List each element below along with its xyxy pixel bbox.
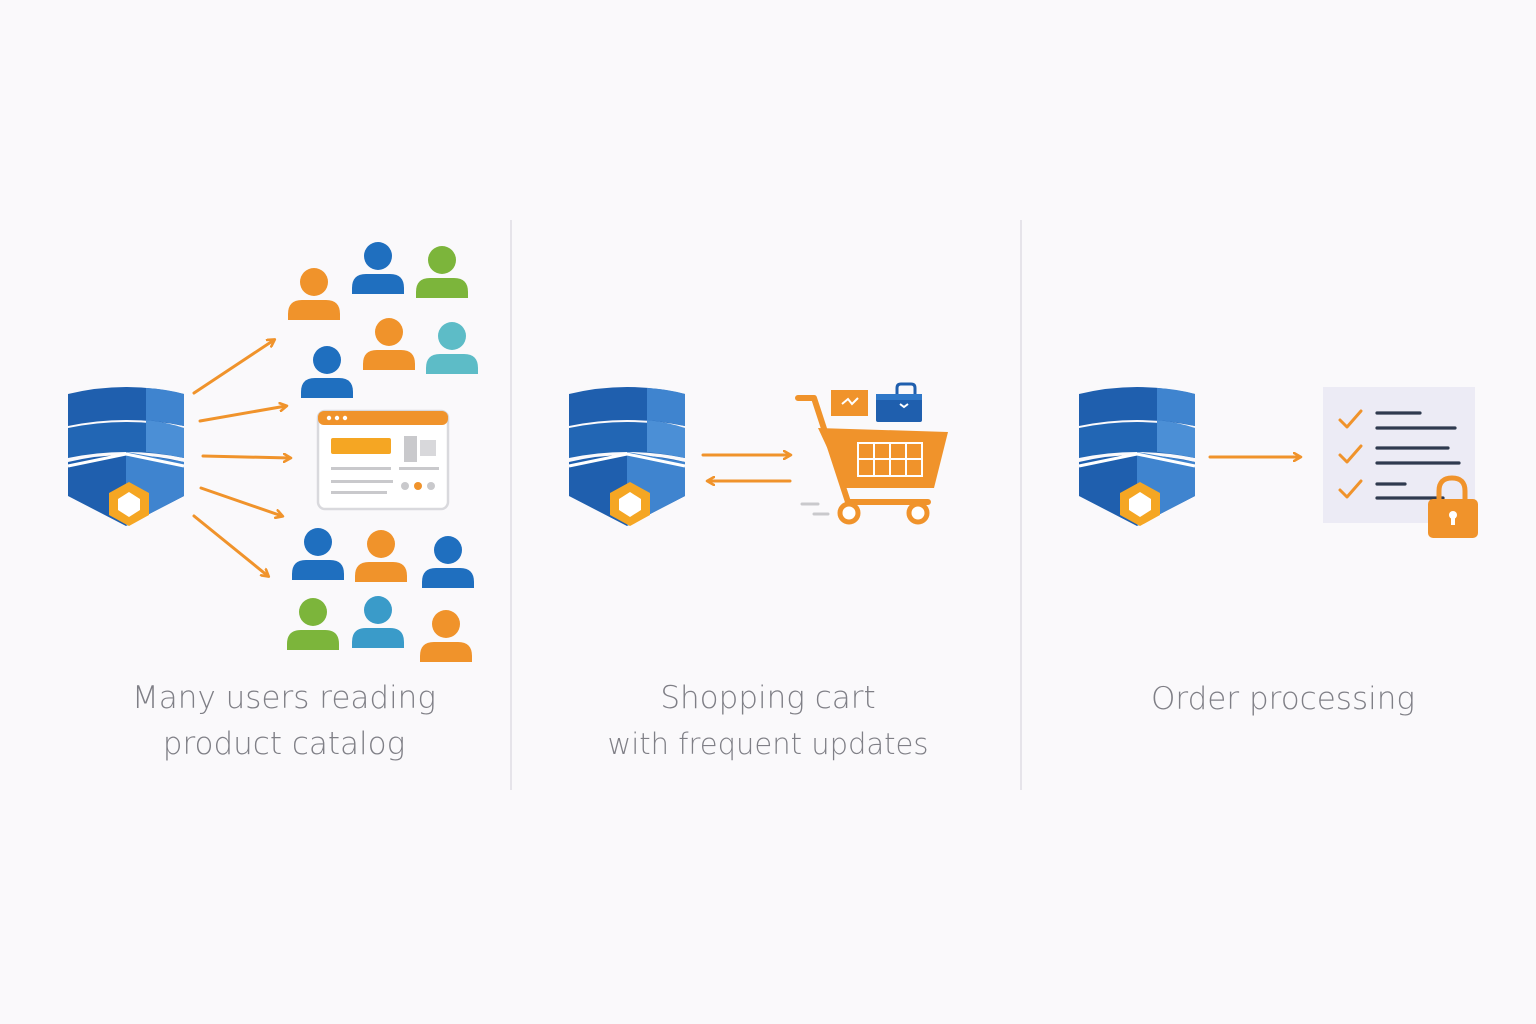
shopping-cart-icon <box>795 395 948 525</box>
database-icon <box>567 385 687 528</box>
divider <box>510 220 512 790</box>
panel-product-catalog <box>66 242 478 662</box>
product-catalog-window-icon <box>316 409 450 511</box>
panel-shopping-cart <box>567 382 948 528</box>
arrow-icon <box>198 406 286 423</box>
user-icon <box>355 530 407 582</box>
caption-product-catalog: Many users reading product catalog <box>98 675 470 767</box>
user-icon <box>420 610 472 662</box>
user-icon <box>363 318 415 370</box>
arrow-icon <box>192 340 274 395</box>
user-icon <box>288 268 340 320</box>
database-icon <box>66 385 186 528</box>
motion-lines <box>800 502 830 516</box>
package-icon <box>831 390 868 416</box>
user-icon <box>352 596 404 648</box>
caption-order-processing: Order processing <box>1100 676 1466 722</box>
user-icon <box>426 322 478 374</box>
bidirectional-arrows-icon <box>701 455 790 481</box>
caption-line: Shopping cart <box>660 680 876 716</box>
arrow-icon <box>199 486 282 516</box>
panel-order-processing <box>1077 385 1478 538</box>
padlock-icon <box>1428 475 1478 538</box>
user-icon <box>352 242 404 294</box>
caption-line: Many users reading <box>132 680 436 716</box>
divider <box>1020 220 1022 790</box>
read-arrows <box>192 340 290 576</box>
caption-line: with frequent updates <box>607 727 929 761</box>
database-icon <box>1077 385 1197 528</box>
shopping-bag-icon <box>876 382 922 422</box>
user-icon <box>292 528 344 580</box>
arrow-icon <box>201 456 290 458</box>
caption-line: product catalog <box>162 726 406 762</box>
arrow-icon <box>192 514 268 576</box>
caption-shopping-cart: Shopping cart with frequent updates <box>578 675 958 767</box>
user-icon <box>287 598 339 650</box>
user-icon <box>416 246 468 298</box>
user-icon <box>422 536 474 588</box>
caption-line: Order processing <box>1151 681 1415 717</box>
user-icon <box>301 346 353 398</box>
